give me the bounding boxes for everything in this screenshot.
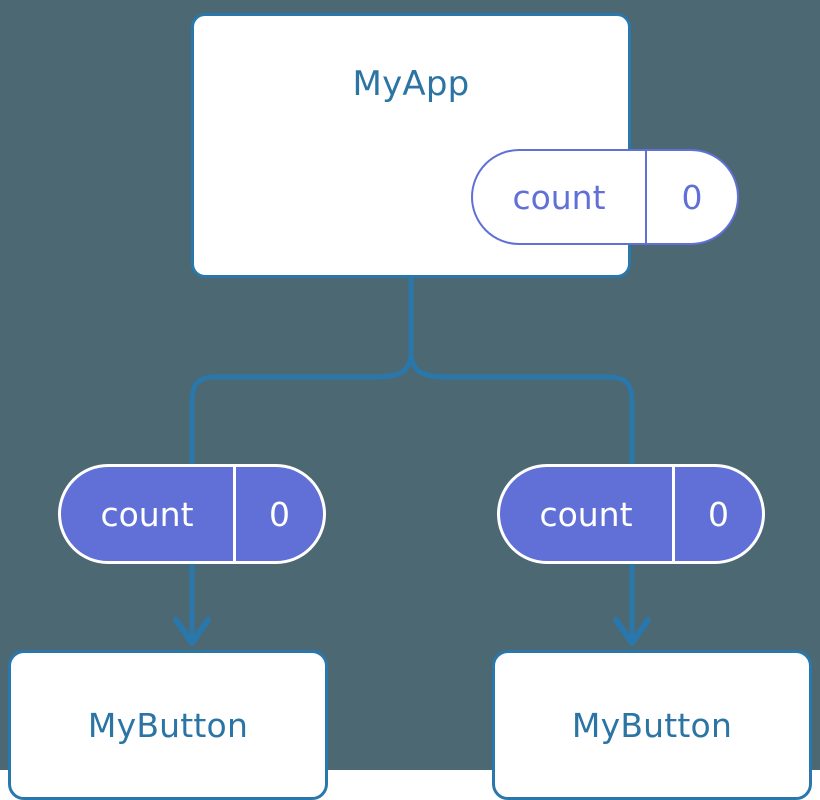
- component-card-mybutton-right[interactable]: MyButton: [492, 650, 812, 800]
- prop-value-label: 0: [672, 467, 762, 561]
- connector-fork-to-left: [189, 351, 414, 470]
- prop-pill-right-count[interactable]: count 0: [497, 464, 765, 564]
- arrowhead-left-icon: [173, 617, 211, 646]
- prop-key-label: count: [100, 494, 194, 534]
- prop-key-label: count: [539, 494, 633, 534]
- component-card-myapp[interactable]: MyApp count 0: [191, 13, 739, 278]
- state-value-label: 0: [645, 151, 737, 243]
- component-card-mybutton-left[interactable]: MyButton: [8, 650, 328, 800]
- component-title-myapp: MyApp: [352, 64, 470, 104]
- prop-pill-left-count[interactable]: count 0: [58, 464, 326, 564]
- connector-layer: [173, 278, 651, 646]
- arrowhead-right-icon: [613, 617, 651, 646]
- connector-fork-to-right: [408, 351, 635, 470]
- component-title-mybutton-right: MyButton: [571, 705, 733, 745]
- state-pill-myapp-count[interactable]: count 0: [471, 149, 739, 245]
- prop-value-label: 0: [233, 467, 323, 561]
- component-title-mybutton-left: MyButton: [87, 705, 249, 745]
- state-key-label: count: [512, 177, 606, 217]
